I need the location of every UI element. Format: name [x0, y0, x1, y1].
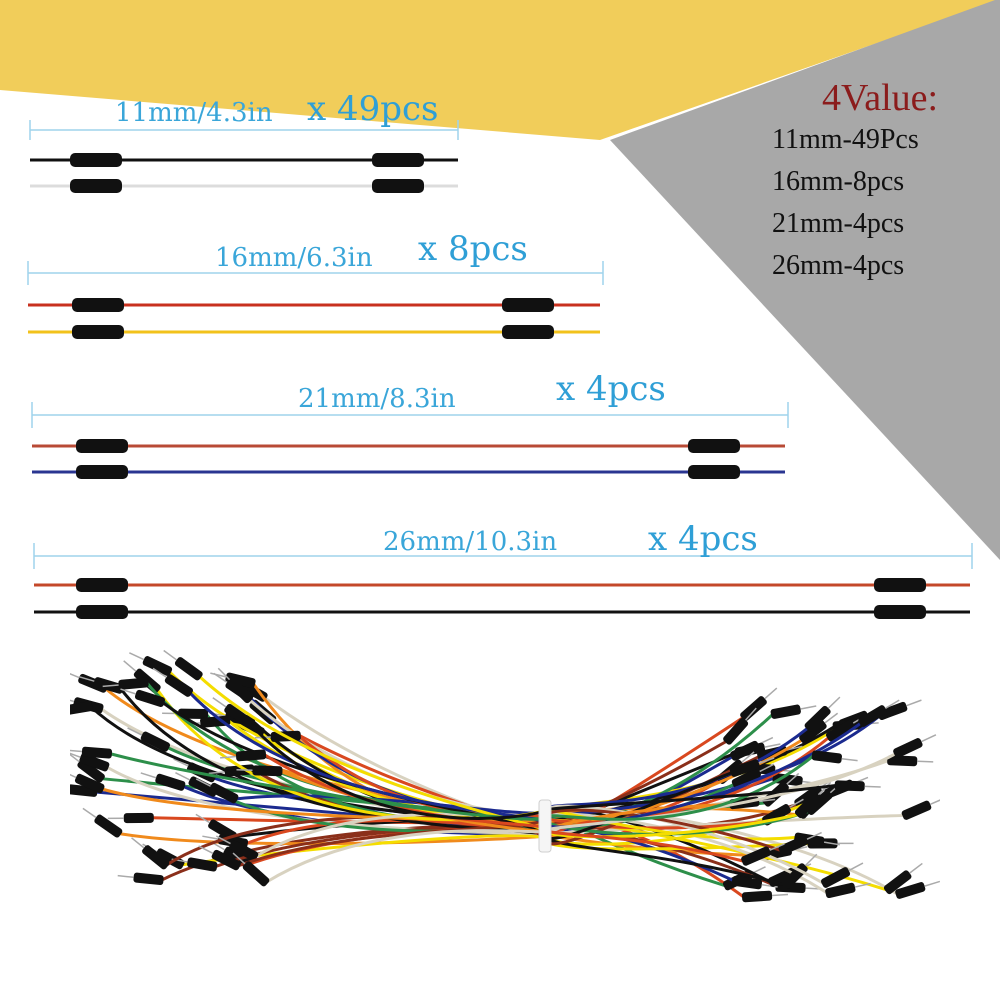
- dupont-pin-left: [76, 465, 128, 479]
- quantity-label-16mm: x 8pcs: [418, 229, 528, 269]
- dupont-pin-right: [874, 605, 926, 619]
- quantity-label-26mm: x 4pcs: [648, 519, 758, 559]
- wire-row-16mm: [27, 261, 604, 339]
- bundle-dupont-pin: [895, 880, 940, 899]
- dupont-pin-right: [688, 465, 740, 479]
- bundle-dupont-pin: [107, 812, 154, 824]
- bundle-dupont-pin: [893, 734, 937, 758]
- bundle-dupont-pin: [778, 831, 822, 856]
- yellow-banner: [0, 0, 1000, 140]
- length-label-11mm: 11mm/4.3in: [115, 98, 273, 128]
- dupont-pin-left: [70, 153, 122, 167]
- bundle-dupont-pin: [741, 890, 789, 903]
- bundle-dupont-pin: [220, 749, 267, 762]
- bundle-dupont-pin: [120, 688, 166, 707]
- bundle-dupont-pin: [811, 750, 858, 764]
- bundle-dupont-pin: [195, 778, 239, 804]
- bundle-dupont-pin: [70, 751, 110, 772]
- bundle-dupont-pin: [877, 699, 922, 721]
- bundle-dupont-pin: [740, 687, 778, 721]
- dupont-pin-right: [688, 439, 740, 453]
- bundle-dupont-pin: [70, 746, 113, 759]
- bundle-dupont-pin: [729, 757, 775, 777]
- bundle-dupont-pin: [232, 852, 270, 887]
- quantity-label-11mm: x 49pcs: [307, 89, 439, 129]
- cable-tie: [538, 799, 552, 853]
- bundle-dupont-pin: [102, 677, 149, 690]
- value-line-3: 21mm-4pcs: [772, 208, 905, 239]
- value-line-2: 16mm-8pcs: [772, 166, 905, 197]
- bundle-dupont-pin: [723, 707, 757, 745]
- bundle-dupont-pin: [820, 862, 864, 888]
- dupont-pin-left: [76, 605, 128, 619]
- bundle-dupont-pin: [825, 882, 871, 899]
- bundle-dupont-pin: [198, 845, 241, 871]
- bundle-dupont-pin: [217, 667, 253, 704]
- jumper-wire-bundle-photo: [70, 649, 940, 903]
- bundle-dupont-pin: [152, 667, 194, 697]
- bundle-dupont-pin: [804, 696, 841, 732]
- bundle-dupont-pin: [741, 843, 785, 866]
- length-label-21mm: 21mm/8.3in: [298, 384, 456, 414]
- value-line-1: 11mm-49Pcs: [772, 124, 919, 155]
- bundle-dupont-pin: [215, 835, 259, 861]
- bundle-dupont-pin: [236, 765, 283, 777]
- bundle-dupont-pin: [834, 780, 881, 792]
- bundle-dupont-pin: [129, 652, 173, 676]
- bundle-dupont-pin: [131, 837, 170, 870]
- bundle-dupont-pin: [70, 751, 105, 783]
- bundle-dupont-pin: [734, 742, 781, 758]
- bundle-dupont-pin: [70, 701, 93, 716]
- bundle-dupont-pin: [212, 697, 253, 727]
- length-label-26mm: 26mm/10.3in: [383, 527, 558, 557]
- bundle-dupont-pin: [117, 872, 164, 886]
- bundle-dupont-pin: [731, 875, 778, 890]
- bundle-dupont-pin: [799, 712, 839, 744]
- bundle-dupont-pin: [82, 807, 123, 838]
- wire-row-26mm: [33, 543, 973, 619]
- length-label-16mm: 16mm/6.3in: [215, 243, 373, 273]
- bundle-dupont-pin: [887, 755, 934, 767]
- dupont-pin-left: [76, 578, 128, 592]
- dupont-pin-left: [72, 298, 124, 312]
- dupont-pin-left: [72, 325, 124, 339]
- value-summary-title: 4Value:: [822, 77, 939, 119]
- bundle-dupont-pin: [731, 763, 775, 789]
- wire-row-21mm: [31, 402, 789, 479]
- dupont-pin-right: [372, 153, 424, 167]
- dupont-pin-left: [70, 179, 122, 193]
- quantity-label-21mm: x 4pcs: [556, 369, 666, 409]
- bundle-dupont-pin: [210, 672, 256, 689]
- dupont-pin-right: [502, 325, 554, 339]
- bundle-dupont-pin: [770, 704, 817, 719]
- value-line-4: 26mm-4pcs: [772, 250, 905, 281]
- bundle-dupont-pin: [858, 699, 900, 727]
- dupont-pin-right: [502, 298, 554, 312]
- bundle-dupont-pin: [163, 649, 203, 681]
- dupont-pin-right: [372, 179, 424, 193]
- bundle-dupont-pin: [127, 727, 170, 752]
- dupont-pin-left: [76, 439, 128, 453]
- wire-row-11mm: [29, 120, 459, 193]
- bundle-dupont-pin: [883, 862, 923, 895]
- bundle-dupont-pin: [901, 797, 940, 820]
- bundle-dupont-pin: [70, 770, 105, 794]
- bundle-dupont-pin: [195, 813, 237, 842]
- dupont-pin-right: [874, 578, 926, 592]
- bundle-dupont-pin: [140, 772, 186, 791]
- gray-triangle: [610, 0, 1000, 560]
